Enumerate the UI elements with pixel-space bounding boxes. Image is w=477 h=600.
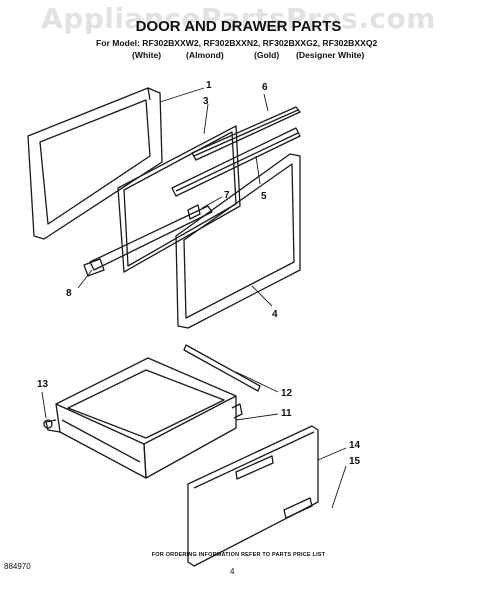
- door-outer-frame-part-1: [27, 87, 163, 240]
- callout-15: 15: [349, 456, 361, 467]
- leader-lines: [41, 87, 347, 509]
- finish-white: (White): [132, 50, 162, 60]
- callout-4: 4: [272, 309, 278, 320]
- watermark: AppliancePartsPros.com: [41, 2, 436, 35]
- callout-14: 14: [349, 440, 361, 451]
- lower-trim-part-5: [171, 127, 301, 197]
- clip-part-7: [187, 204, 201, 220]
- door-gasket-part-4: [175, 153, 301, 329]
- callout-5: 5: [261, 191, 267, 202]
- callout-6: 6: [262, 82, 268, 93]
- callout-8: 8: [66, 288, 72, 299]
- callout-1: 1: [206, 80, 212, 91]
- ordering-info-note: FOR ORDERING INFORMATION REFER TO PARTS …: [151, 552, 326, 558]
- page-title: DOOR AND DRAWER PARTS: [135, 18, 342, 35]
- drawer-roller-part-13: [43, 419, 53, 429]
- finish-almond: (Almond): [186, 50, 224, 60]
- callout-12: 12: [281, 388, 293, 399]
- finish-gold: (Gold): [254, 50, 280, 60]
- door-rail-part-8: [83, 205, 213, 277]
- finish-designer-white: (Designer White): [296, 50, 365, 60]
- upper-trim-part-6: [191, 106, 301, 161]
- page-number: 4: [230, 567, 235, 576]
- drawer-front-part-14: [187, 425, 319, 567]
- model-line: For Model: RF302BXXW2, RF302BXXN2, RF302…: [96, 38, 378, 48]
- callout-7: 7: [224, 190, 230, 201]
- callout-13: 13: [37, 379, 49, 390]
- drawer-handle-part-15: [235, 455, 313, 519]
- callout-3: 3: [203, 96, 209, 107]
- document-number: 884970: [4, 562, 31, 571]
- callout-11: 11: [281, 408, 292, 419]
- drawer-rail-part-12: [183, 344, 261, 392]
- drawer-body-part-11: [45, 357, 243, 479]
